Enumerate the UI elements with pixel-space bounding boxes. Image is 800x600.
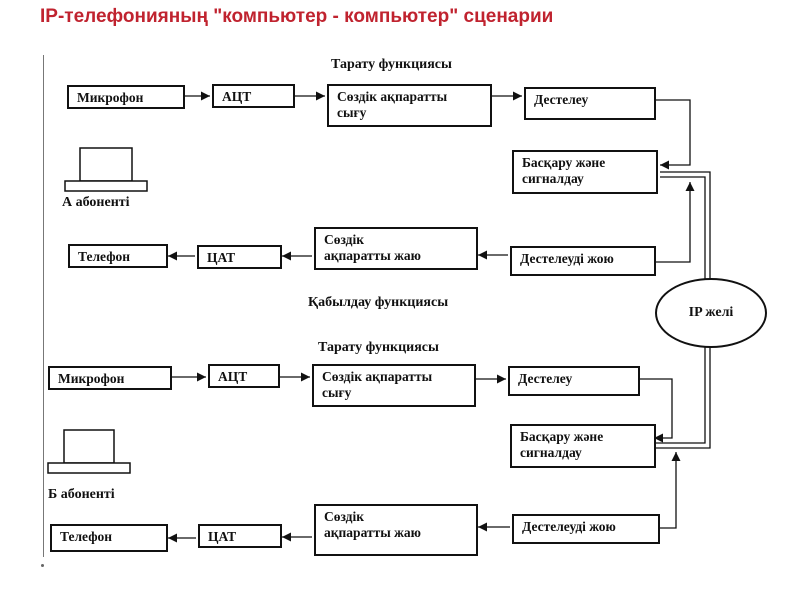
a-microphone-box: Микрофон [67, 85, 185, 109]
a-control-signalling-box: Басқару және сигналдау [512, 150, 658, 194]
a-speech-compress-box: Сөздік ақпаратты сығу [327, 84, 492, 127]
arrow-b-depack-control [660, 452, 681, 529]
ip-network-node: IP желі [655, 278, 767, 348]
b-packetize-box: Дестелеу [508, 366, 640, 396]
terminal-a-icon [64, 147, 148, 192]
b-transmit-label: Тарату функциясы [318, 340, 439, 355]
b-depacketize-box: Дестелеуді жою [512, 514, 660, 544]
arrow-b-pack-control [640, 378, 673, 443]
link-a-control-ip-1 [660, 171, 711, 290]
frame-line [43, 55, 44, 557]
b-speech-expand-box: Сөздік ақпаратты жаю [314, 504, 478, 556]
b-adc-box: АЦТ [208, 364, 280, 388]
a-transmit-label: Тарату функциясы [331, 57, 452, 72]
arrow-a-depack-control [656, 182, 695, 263]
link-a-control-ip-2 [660, 176, 706, 288]
arrow-a-pack-control [656, 99, 691, 170]
b-subscriber-label: Б абоненті [48, 487, 115, 502]
a-depacketize-box: Дестелеуді жою [510, 246, 656, 276]
page-title: IP-телефонияның "компьютер - компьютер" … [40, 6, 554, 27]
a-dac-box: ЦАТ [197, 245, 282, 269]
b-control-signalling-box: Басқару және сигналдау [510, 424, 656, 468]
a-phone-box: Телефон [68, 244, 168, 268]
a-packetize-box: Дестелеу [524, 87, 656, 120]
b-speech-compress-box: Сөздік ақпаратты сығу [312, 364, 476, 407]
a-receive-label: Қабылдау функциясы [308, 295, 449, 310]
link-b-control-ip-1 [656, 337, 706, 444]
a-speech-expand-box: Сөздік ақпаратты жаю [314, 227, 478, 270]
b-phone-box: Телефон [50, 524, 168, 552]
b-microphone-box: Микрофон [48, 366, 172, 390]
a-subscriber-label: А абоненті [62, 195, 130, 210]
a-adc-box: АЦТ [212, 84, 295, 108]
link-b-control-ip-2 [656, 340, 711, 449]
b-dac-box: ЦАТ [198, 524, 282, 548]
corner-dot [41, 564, 44, 567]
terminal-b-icon [47, 429, 131, 474]
